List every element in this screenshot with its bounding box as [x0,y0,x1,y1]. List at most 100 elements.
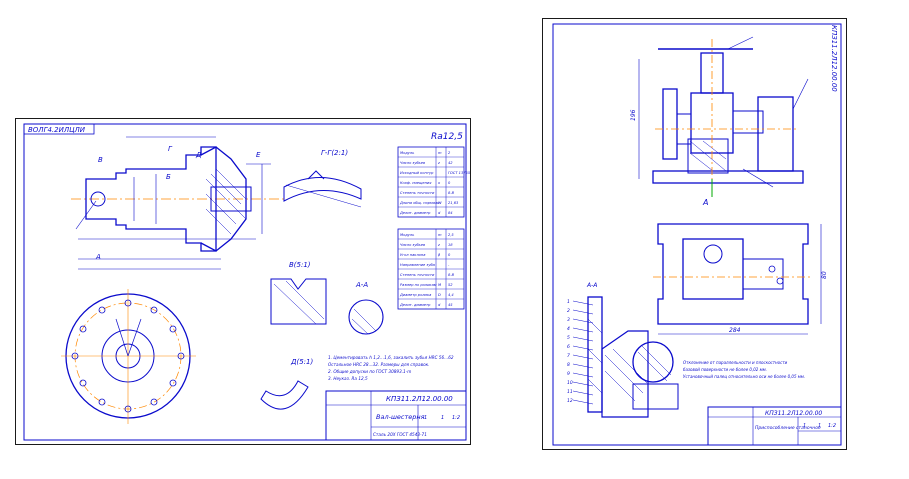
detail-d-label: Д(5:1) [290,358,313,366]
table1-param-5: Длина общ. нормали [399,201,440,205]
title-code-right: КПЗ11.2Л12.00.00 [765,410,822,417]
table1-param-4: Степень точности [400,191,435,195]
table2-value-4: 8-В [448,273,455,277]
callout-number-2: 2 [567,308,570,314]
table1-symbol-1: z [437,161,440,165]
callout-number-8: 8 [567,362,570,368]
detail-views: В(5:1) Д(5:1) А-А [260,261,384,410]
callout-number-5: 5 [567,335,570,341]
stamp-top-right: КПЗ11.2Л12.00.00 [830,25,838,92]
title-sheet-right: 1 [803,423,806,429]
callout-leader-3 [572,318,594,324]
title-sheets-left: 1 [441,415,444,421]
table1-symbol-6: d [438,211,441,215]
table2-param-6: Диаметр ролика [399,293,431,297]
stamp-top-text: ВОЛГ4.2ИЛЦЛИ [28,126,86,134]
callout-number-12: 12 [567,398,573,404]
table1-symbol-3: x [437,181,441,185]
table1-value-2: ГОСТ 13755 [448,171,471,175]
callout-leader-5 [572,336,594,342]
table1-value-5: 21,63 [448,201,459,205]
view-label-d: Д [195,151,202,159]
table2-value-1: 18 [448,243,453,247]
callout-number-11: 11 [567,389,573,395]
title-name-left: Вал-шестерня [376,413,425,421]
table1-param-0: Модуль [400,151,414,155]
table2-param-4: Степень точности [400,273,435,277]
table2-symbol-2: β [438,253,441,257]
table2-param-3: Направление зуба [400,263,435,267]
table1-symbol-0: m [438,151,442,155]
table2-symbol-1: z [437,243,440,247]
callout-number-9: 9 [567,371,570,377]
callout-leader-8 [572,363,594,369]
callout-leader-11 [572,390,594,396]
title-scale-right: 1:2 [828,423,836,429]
note-line-2: Остальное HRC 28...32. Размеры для справ… [328,362,430,367]
table2-param-1: Число зубьев [400,243,425,247]
table2-value-6: 4,4 [448,293,454,297]
table1-symbol-5: W [438,201,442,205]
note-line-3: 2. Общие допуски по ГОСТ 30893.1-m [328,369,411,374]
drawing-sheet-shaft[interactable]: ВОЛГ4.2ИЛЦЛИ Ra12,5 В Г Д А Б Е Г-Г(2:1) [15,118,471,445]
title-block-left: КПЗ11.2Л12.00.00 Вал-шестерня Сталь 20Х … [325,390,467,441]
title-sheets-right: 1 [818,423,821,429]
table2-param-2: Угол наклона [400,253,426,257]
title-scale-left: 1:2 [452,415,460,421]
fixture-drawing-svg: КПЗ11.2Л12.00.00 196 А 284 [552,23,842,446]
table1-value-1: 42 [448,161,453,165]
table2-symbol-0: m [438,233,442,237]
stamp-frame-top [23,123,95,135]
table2-value-3: - [448,263,450,267]
fixture-top-view: 284 80 [653,223,828,335]
title-material-left: Сталь 20Х ГОСТ 4543-71 [373,432,427,437]
note-right-3: Установочный палец относительно оси не б… [683,374,805,379]
section-aa-label: А-А [586,282,597,289]
title-name-right: Приспособление станочное [755,425,821,431]
callout-leader-2 [572,309,594,315]
callout-leader-4 [572,327,594,333]
section-g-g: Г-Г(2:1) [283,149,362,208]
callout-leader-6 [572,345,594,351]
gear-end-view [61,289,196,424]
dim-depth: 80 [821,271,828,279]
callout-number-7: 7 [567,353,570,359]
table2-param-0: Модуль [400,233,414,237]
table2-param-7: Делит. диаметр [399,303,431,307]
table1-value-4: 8-В [448,191,455,195]
table1-param-1: Число зубьев [400,161,425,165]
title-sheet-left: 1 [424,415,427,421]
callout-number-3: 3 [567,317,570,323]
callout-number-6: 6 [567,344,570,350]
inner-frame [23,123,467,441]
drawing-sheet-fixture[interactable]: КПЗ11.2Л12.00.00 196 А 284 [542,18,847,450]
shaft-drawing-svg: ВОЛГ4.2ИЛЦЛИ Ra12,5 В Г Д А Б Е Г-Г(2:1) [23,123,471,441]
section-g-label: Г-Г(2:1) [321,149,348,157]
view-label-a-right: А [702,198,708,207]
table2-param-5: Размер по роликам [400,283,437,287]
callout-leader-10 [572,381,594,387]
table2-value-7: 45 [448,303,453,307]
note-right-2: базовой поверхности не более 0,02 мм. [683,367,767,372]
table1-param-2: Исходный контур [400,171,434,175]
callout-leader-1 [572,300,594,306]
dim-height: 196 [630,109,637,121]
technical-notes-right: Отклонение от параллельности и плоскостн… [683,360,805,379]
table2-symbol-5: M [438,283,441,287]
table2-value-0: 2,5 [448,233,454,237]
title-block-right: КПЗ11.2Л12.00.00 Приспособление станочно… [707,406,842,446]
technical-notes: 1. Цементировать h 1,2…1,6, закалить зуб… [328,355,454,381]
inner-frame-right [552,23,842,446]
callout-leader-12 [572,399,594,405]
table1-param-3: Коэф. смещения [400,181,432,185]
section-a-label: А-А [355,281,368,289]
callout-leader-9 [572,372,594,378]
table2-symbol-7: d [438,303,441,307]
table1-value-6: 84 [448,211,453,215]
view-label-b: Б [166,173,171,181]
